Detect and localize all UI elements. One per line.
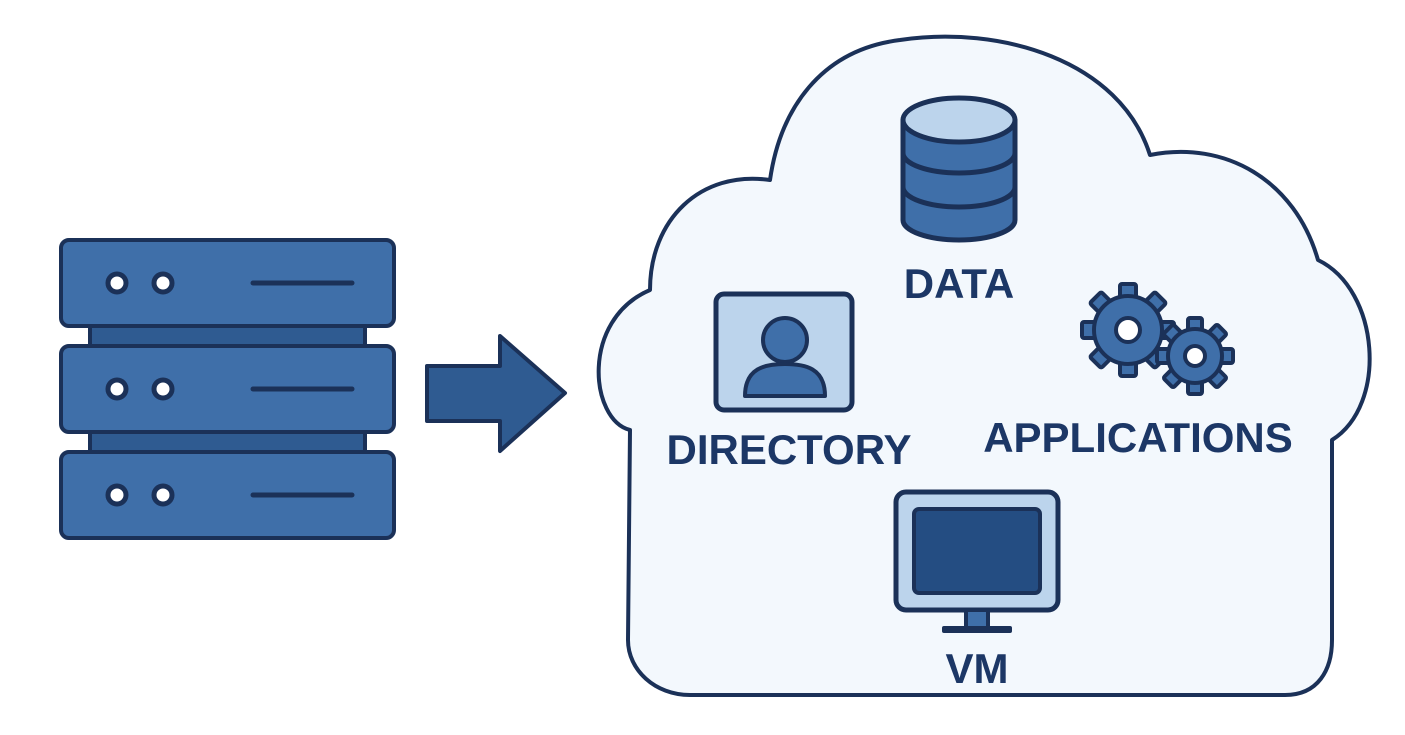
directory-label: DIRECTORY bbox=[666, 426, 911, 473]
server-led bbox=[151, 377, 175, 401]
server-unit bbox=[59, 450, 396, 540]
server-led bbox=[151, 271, 175, 295]
vm-label: VM bbox=[946, 645, 1009, 692]
gear-large bbox=[1080, 282, 1176, 378]
server-unit bbox=[59, 344, 396, 434]
user-profile-icon bbox=[713, 291, 855, 413]
server-led bbox=[105, 271, 129, 295]
arrow-right-icon bbox=[425, 334, 567, 453]
server-led bbox=[151, 483, 175, 507]
applications-label: APPLICATIONS bbox=[983, 414, 1293, 461]
server-unit bbox=[59, 238, 396, 328]
server-rack-icon bbox=[59, 238, 396, 540]
gears-icon bbox=[1080, 282, 1235, 396]
monitor-icon bbox=[893, 489, 1061, 633]
gear-small bbox=[1155, 316, 1235, 396]
database-icon bbox=[900, 95, 1018, 243]
cloud-shape bbox=[596, 34, 1372, 697]
data-label: DATA bbox=[904, 260, 1014, 307]
server-led bbox=[105, 377, 129, 401]
server-led bbox=[105, 483, 129, 507]
